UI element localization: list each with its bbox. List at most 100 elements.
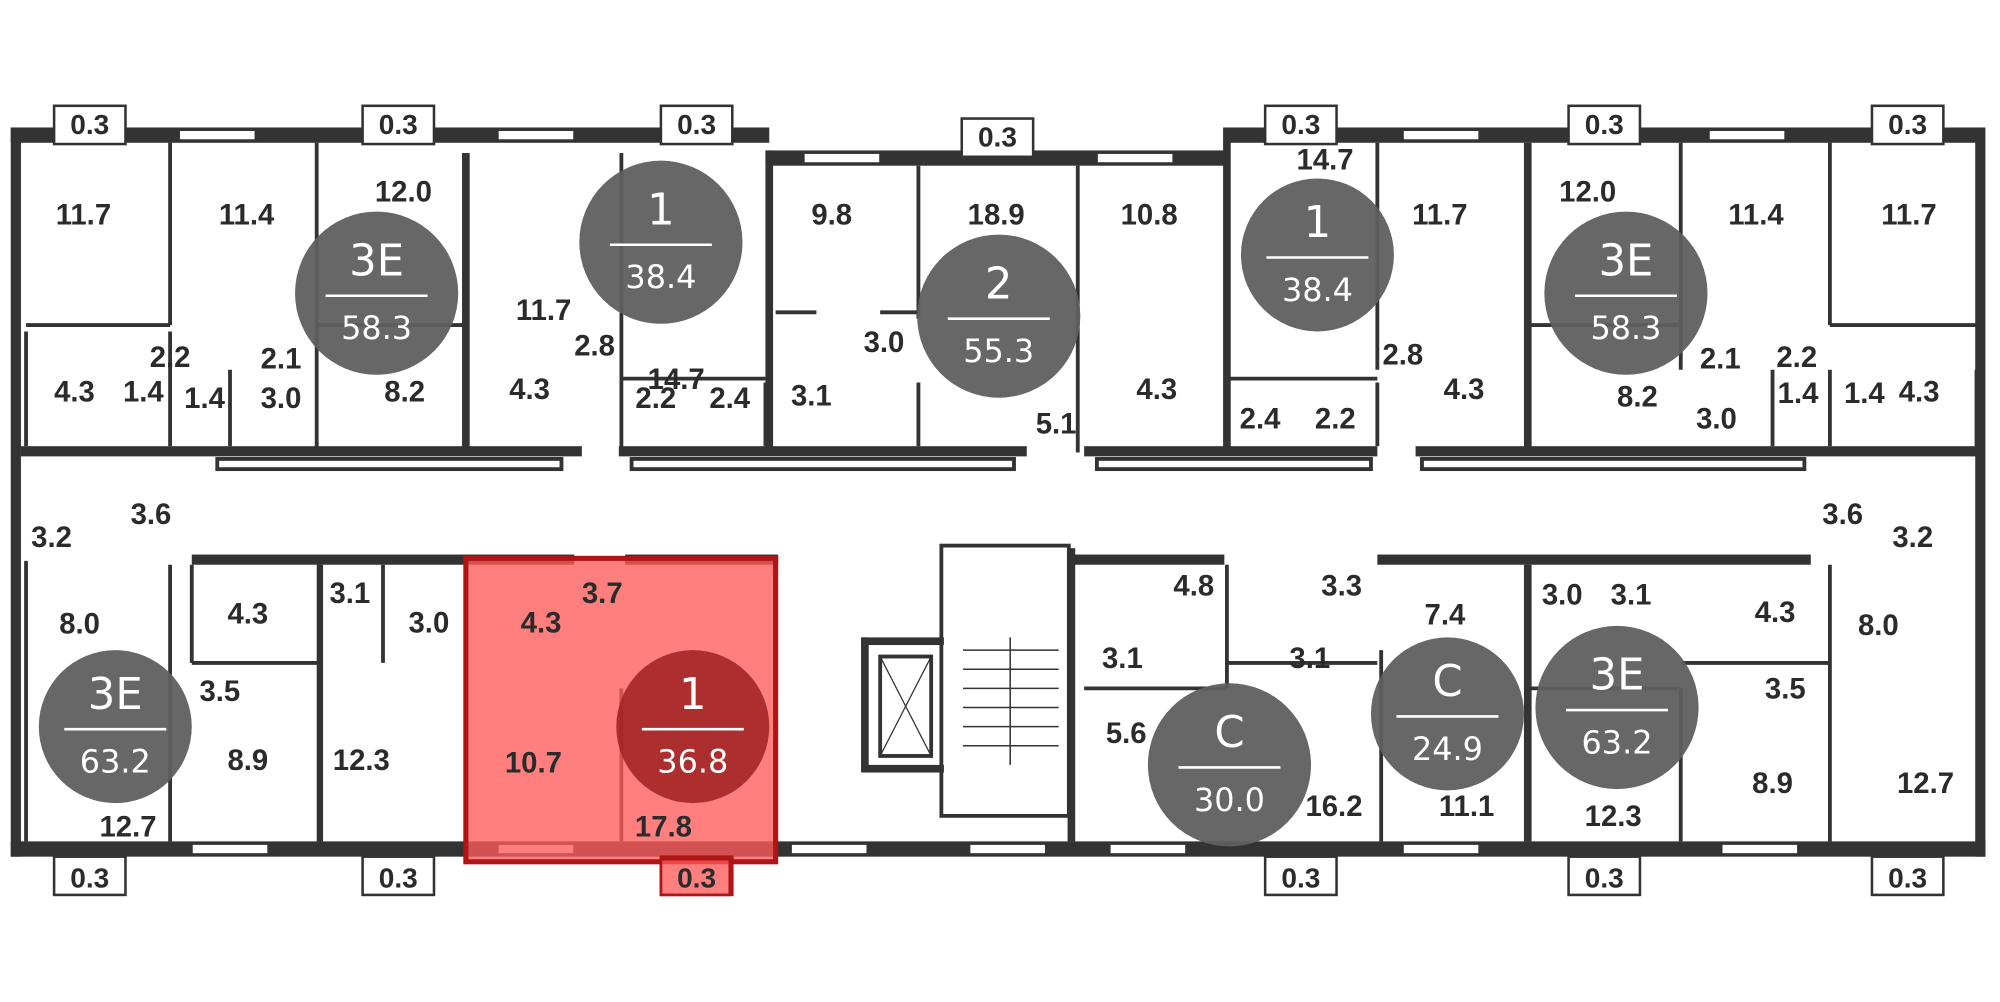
- balcony[interactable]: 0.3: [659, 855, 734, 897]
- balcony-area: 0.3: [1585, 862, 1624, 893]
- room-area-label: 3.1: [1289, 642, 1330, 675]
- room-area-label: 1.4: [1778, 377, 1819, 410]
- room-area-label: 8.2: [384, 376, 425, 409]
- room-area-label: 2.8: [1382, 339, 1423, 372]
- room-area-label: 10.7: [505, 747, 562, 780]
- room-area-label: 12.3: [1585, 800, 1642, 833]
- balconies: 0.3 0.3 0.3 0.3 0.3 0.3 0.3 0.3 0.3 0.3 0.3 0.3 0.3: [52, 104, 1945, 897]
- balcony[interactable]: 0.3: [52, 855, 127, 897]
- apartment-area: 63.2: [1582, 723, 1653, 761]
- apartment-area: 36.8: [657, 743, 728, 781]
- room-area-label: 2.2: [1315, 402, 1356, 435]
- room-area-label: 8.9: [227, 744, 268, 777]
- room-area-label: 11.1: [1439, 790, 1494, 823]
- room-area-label: 8.9: [1752, 767, 1793, 800]
- room-area-label: 4.3: [1136, 373, 1177, 406]
- balcony[interactable]: 0.3: [361, 855, 436, 897]
- apartment-area: 58.3: [1590, 309, 1661, 347]
- apartment-badge-circle: [1544, 211, 1708, 375]
- apartment-area: 55.3: [963, 332, 1034, 370]
- balcony-area: 0.3: [677, 109, 716, 140]
- balcony[interactable]: 0.3: [659, 104, 734, 146]
- apartment-badge-circle: [1147, 683, 1312, 847]
- room-area-label: 11.7: [56, 198, 111, 231]
- room-area-label: 12.0: [1559, 175, 1616, 208]
- apartment-badge[interactable]: 138.4: [1240, 178, 1394, 332]
- room-area-label: 4.3: [1899, 376, 1940, 409]
- apartment-badge-circle: [1370, 637, 1524, 791]
- apartment-area: 24.9: [1412, 730, 1483, 768]
- balcony-outline: [1567, 104, 1642, 146]
- room-area-label: 5.1: [1036, 407, 1077, 440]
- balcony-area: 0.3: [978, 122, 1017, 153]
- apartment-type: 3E: [1590, 651, 1645, 701]
- balcony[interactable]: 0.3: [1870, 104, 1945, 146]
- room-area-label: 4.3: [521, 606, 562, 639]
- apartment-area: 38.4: [625, 258, 696, 296]
- room-area-label: 2.8: [574, 330, 615, 363]
- balcony[interactable]: 0.3: [1567, 855, 1642, 897]
- apartment-type: 3E: [1598, 236, 1653, 286]
- room-area-label: 3.2: [1892, 521, 1933, 554]
- balcony[interactable]: 0.3: [1263, 855, 1338, 897]
- apartment-badge[interactable]: 255.3: [917, 234, 1081, 398]
- room-area-label: 4.3: [54, 376, 95, 409]
- room-area-label: 12.7: [1897, 767, 1954, 800]
- room-area-label: 3.1: [1611, 578, 1652, 611]
- apartment-type: 3E: [349, 236, 404, 286]
- balcony[interactable]: 0.3: [960, 117, 1035, 159]
- apartment-type: 1: [679, 670, 707, 720]
- balcony-outline: [659, 855, 734, 897]
- balcony-area: 0.3: [677, 862, 716, 893]
- balcony-outline: [1263, 855, 1338, 897]
- apartment-badge[interactable]: C24.9: [1370, 637, 1524, 791]
- apartment-badge[interactable]: 3E 63.2: [1535, 625, 1699, 790]
- balcony-area: 0.3: [70, 862, 109, 893]
- apartment-badge[interactable]: 3E 58.3: [1544, 211, 1708, 375]
- room-area-label: 3.5: [199, 675, 240, 708]
- room-area-label: 1.4: [184, 382, 225, 415]
- room-area-label: 11.7: [516, 294, 571, 327]
- apartment-badge[interactable]: C30.0: [1147, 683, 1312, 847]
- room-area-label: 3.6: [1822, 498, 1863, 531]
- room-area-label: 2.2: [1776, 341, 1817, 374]
- room-area-label: 14.7: [648, 363, 705, 396]
- room-area-label: 14.7: [1297, 144, 1354, 177]
- apartment-type: 1: [1304, 198, 1332, 248]
- balcony-outline: [1870, 855, 1945, 897]
- room-area-label: 9.8: [811, 198, 852, 231]
- balcony-area: 0.3: [1281, 862, 1320, 893]
- room-area-label: 4.3: [1755, 596, 1796, 629]
- apartment-badge[interactable]: 136.8: [616, 650, 770, 804]
- balcony[interactable]: 0.3: [361, 104, 436, 146]
- room-area-label: 12.7: [99, 810, 156, 843]
- room-area-label: 16.2: [1305, 790, 1362, 823]
- apartment-badge-circle: [616, 650, 770, 804]
- apartment-type: C: [1214, 708, 1244, 758]
- balcony[interactable]: 0.3: [52, 104, 127, 146]
- apartment-badge[interactable]: 138.4: [579, 160, 743, 324]
- apartment-area: 38.4: [1282, 271, 1353, 309]
- room-area-label: 4.3: [1444, 373, 1485, 406]
- balcony[interactable]: 0.3: [1567, 104, 1642, 146]
- apartment-badge-circle: [38, 650, 192, 804]
- room-area-label: 3.0: [409, 606, 450, 639]
- room-area-label: 11.4: [1728, 198, 1784, 231]
- room-area-label: 3.0: [261, 382, 302, 415]
- room-area-label: 4.3: [509, 373, 550, 406]
- room-area-label: 7.4: [1425, 599, 1466, 632]
- room-area-label: 8.2: [1617, 381, 1658, 414]
- apartment-type: 3E: [88, 670, 143, 720]
- balcony-outline: [960, 117, 1035, 159]
- balcony[interactable]: 0.3: [1870, 855, 1945, 897]
- room-area-label: 17.8: [635, 810, 692, 843]
- room-area-label: 2.4: [1240, 402, 1281, 435]
- room-area-label: 2.4: [709, 382, 750, 415]
- room-area-label: 3.3: [1321, 569, 1362, 602]
- balcony[interactable]: 0.3: [1263, 104, 1338, 146]
- balcony-outline: [52, 855, 127, 897]
- room-area-label: 2.1: [1700, 342, 1741, 375]
